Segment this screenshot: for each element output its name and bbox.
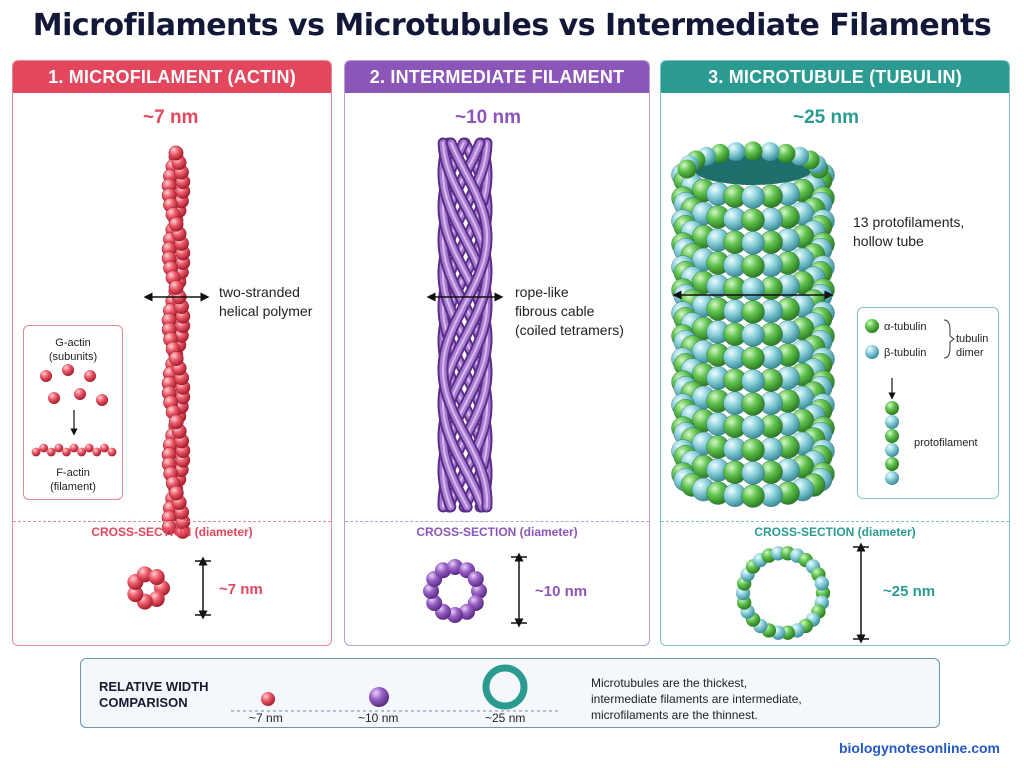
size-label: ~25 nm xyxy=(793,107,860,128)
size-label: ~7 nm xyxy=(143,107,199,128)
panel-header: 3. MICROTUBULE (TUBULIN) xyxy=(661,61,1009,93)
microtubule-description: 13 protofilaments, hollow tube xyxy=(853,214,965,249)
cross-section-label: CROSS-SECTION (diameter) xyxy=(754,525,916,539)
width-marker xyxy=(672,290,834,300)
actin-cross-section-icon xyxy=(127,556,211,620)
section-divider xyxy=(661,521,1009,522)
protofilament-label: protofilament xyxy=(914,437,978,449)
comparison-item: ~25 nm xyxy=(485,711,526,725)
relative-width-comparison: RELATIVE WIDTH COMPARISON ~7 nm ~10 nm ~… xyxy=(80,658,940,728)
width-marker xyxy=(426,292,504,302)
microtubule-cross-section-icon xyxy=(735,542,869,644)
cross-section-label: CROSS-SECTION (diameter) xyxy=(416,525,578,539)
tubulin-legend: α-tubulin β-tubulin tubulin dimer protof… xyxy=(857,307,999,499)
intermediate-cross-section-icon xyxy=(423,552,527,628)
beta-tubulin-label: β-tubulin xyxy=(884,347,927,359)
section-divider xyxy=(345,521,649,522)
cross-section-label: CROSS-SECTION (diameter) xyxy=(91,525,253,539)
width-marker xyxy=(143,292,210,302)
microfilament-description: two-stranded helical polymer xyxy=(219,284,313,319)
panel-header: 1. MICROFILAMENT (ACTIN) xyxy=(13,61,331,93)
microtubule-illustration xyxy=(671,141,835,508)
panel-microfilament: 1. MICROFILAMENT (ACTIN) ~7 nm two-stran… xyxy=(12,60,332,646)
g-actin-subunits-icon xyxy=(31,364,117,457)
intermediate-width-icon xyxy=(369,687,389,707)
comparison-item: ~10 nm xyxy=(358,711,399,725)
panel-intermediate-filament: 2. INTERMEDIATE FILAMENT ~10 nm rope-lik… xyxy=(344,60,650,646)
actin-inset: G-actin (subunits) F-actin (filament) xyxy=(23,325,123,500)
g-actin-label: G-actin (subunits) xyxy=(48,337,98,363)
alpha-tubulin-label: α-tubulin xyxy=(884,321,927,333)
panel-header: 2. INTERMEDIATE FILAMENT xyxy=(345,61,649,93)
page-title: Microfilaments vs Microtubules vs Interm… xyxy=(32,8,992,43)
panel-microtubule: 3. MICROTUBULE (TUBULIN) ~25 nm 13 proto… xyxy=(660,60,1010,646)
tubulin-dimer-label: tubulin dimer xyxy=(956,333,989,359)
comparison-summary: Microtubules are the thickest, intermedi… xyxy=(591,676,802,722)
cross-section-value: ~7 nm xyxy=(219,581,263,598)
tubulin-dimer-icon xyxy=(865,319,955,485)
section-divider xyxy=(13,521,331,522)
intermediate-filament-illustration xyxy=(437,137,493,513)
comparison-item: ~7 nm xyxy=(249,711,283,725)
intermediate-filament-description: rope-like fibrous cable (coiled tetramer… xyxy=(515,284,624,338)
microfilament-width-icon xyxy=(261,692,275,706)
comparison-label: RELATIVE WIDTH COMPARISON xyxy=(99,679,209,710)
comparison-scale xyxy=(231,664,561,712)
cross-section-value: ~10 nm xyxy=(535,583,588,600)
f-actin-label: F-actin (filament) xyxy=(50,467,96,493)
microtubule-width-icon xyxy=(482,664,528,710)
website-credit: biologynotesonline.com xyxy=(838,740,1000,756)
actin-filament-illustration xyxy=(161,145,191,539)
cross-section-value: ~25 nm xyxy=(883,583,936,600)
size-label: ~10 nm xyxy=(455,107,522,128)
